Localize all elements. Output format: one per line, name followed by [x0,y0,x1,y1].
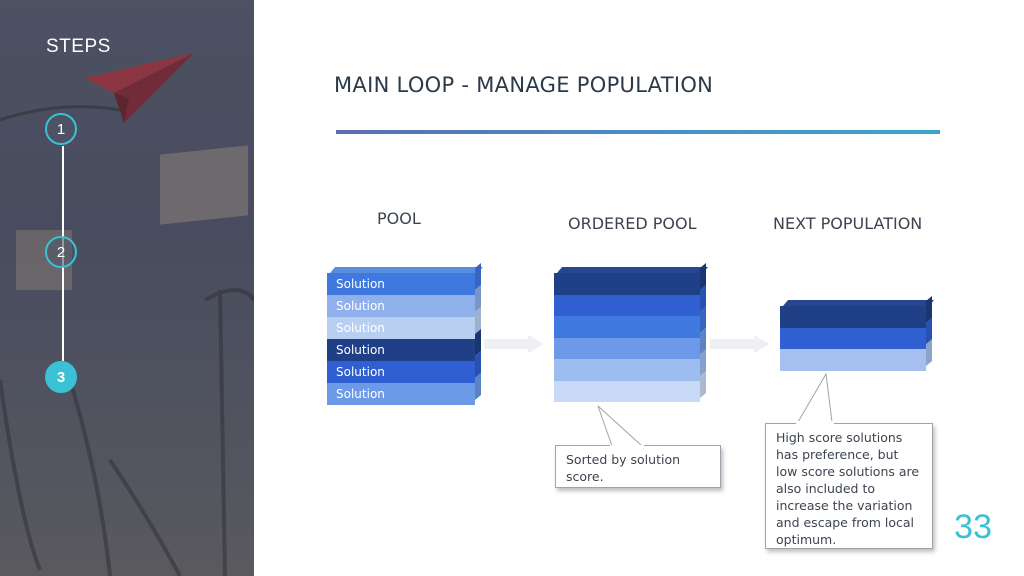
pool-label: POOL [377,209,421,228]
step-2-button[interactable]: 2 [45,236,77,268]
callout-pointer [597,405,644,449]
layer-slab [780,317,932,349]
title-underline [336,130,940,134]
callout-pointer [796,372,834,425]
page-title: MAIN LOOP - MANAGE POPULATION [334,73,714,97]
page-number: 33 [954,508,992,546]
solution-label: Solution [336,277,385,291]
ordered-pool-label: ORDERED POOL [568,214,697,233]
layer-slab [554,284,706,316]
handwriting-background [0,105,254,576]
arrow-right-icon [484,335,544,353]
pool-solution-slab: Solution [327,262,481,295]
pool-solution-slab: Solution [327,328,481,361]
solution-label: Solution [336,321,385,335]
pool-solution-slab: Solution [327,284,481,317]
steps-heading: STEPS [46,36,111,57]
photo-overlay [0,0,254,576]
layer-slab [780,295,932,328]
arrow-right-icon [710,335,770,353]
next-population-stack [780,295,935,371]
solution-label: Solution [336,343,385,357]
next-population-callout: High score solutions has preference, but… [765,423,933,549]
slab-side [926,338,932,366]
slab-side [700,370,706,397]
solution-label: Solution [336,299,385,313]
pool-solution-slab: Solution [327,372,481,405]
layer-slab [780,338,932,371]
solution-label: Solution [336,387,385,401]
slab-side [475,372,481,400]
layer-slab [554,262,706,295]
sorted-callout: Sorted by solution score. [555,445,721,488]
pool-solution-slab: Solution [327,350,481,383]
pool-solution-slab: Solution [327,306,481,339]
layer-slab [554,327,706,359]
step-1-button[interactable]: 1 [45,113,77,145]
layer-slab [554,305,706,338]
layer-slab [554,370,706,402]
paper-plane-icon [84,53,194,123]
ordered-pool-stack [554,262,709,402]
layer-slab [554,348,706,381]
step-3-button[interactable]: 3 [45,361,77,393]
next-population-label: NEXT POPULATION [773,214,923,233]
sidebar-photo-panel: STEPS 1 2 3 [0,0,254,576]
solution-label: Solution [336,365,385,379]
